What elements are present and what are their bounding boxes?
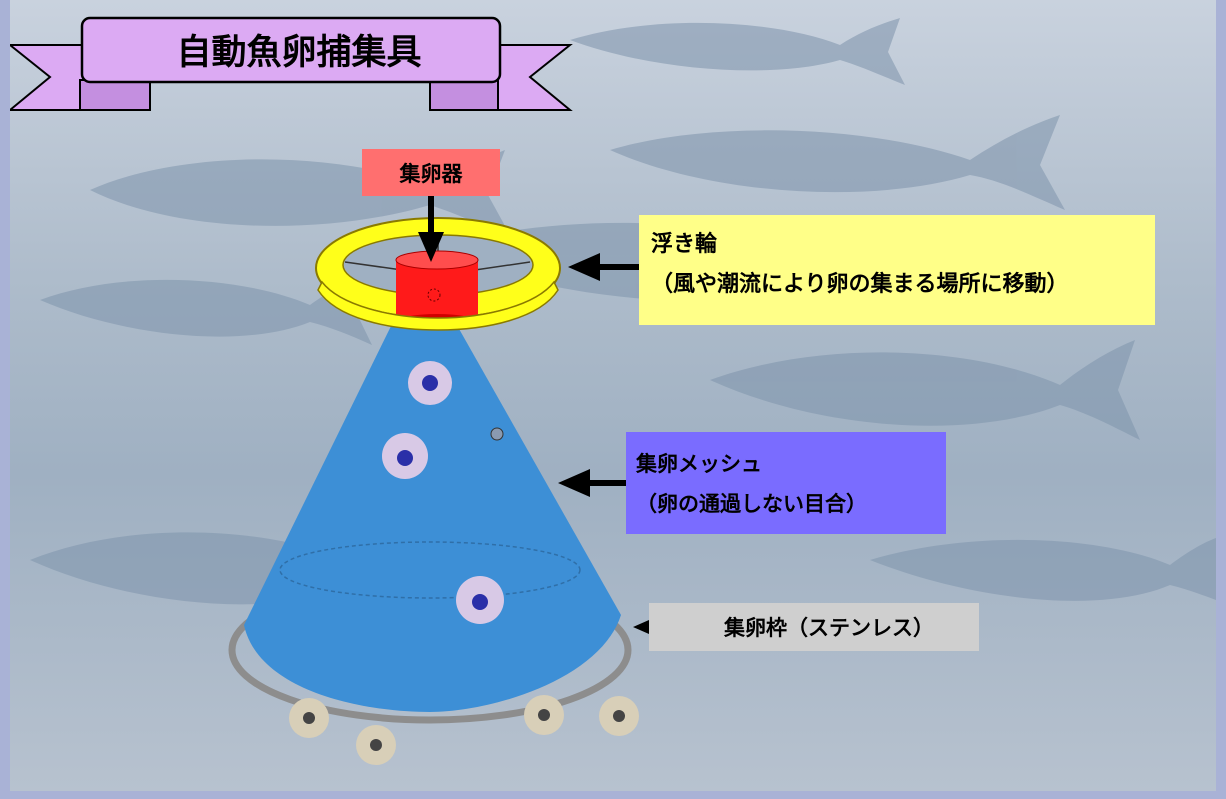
banner-left-fold	[79, 79, 151, 111]
arrow-left-icon	[558, 469, 628, 497]
banner-right-fold	[429, 79, 499, 111]
fish-egg-icon	[599, 696, 639, 736]
float-ring-label: 浮き輪 （風や潮流により卵の集まる場所に移動）	[639, 215, 1155, 325]
fish-egg-icon	[289, 698, 329, 738]
fish-egg-icon	[456, 576, 504, 624]
fish-egg-icon	[356, 725, 396, 765]
arrow-left-icon	[568, 253, 640, 281]
float-ring-label-desc: （風や潮流により卵の集まる場所に移動）	[651, 272, 1069, 297]
mesh-label-desc: （卵の通過しない目合）	[636, 492, 867, 516]
float-ring-label-title: 浮き輪	[651, 232, 718, 257]
mesh-label-title: 集卵メッシュ	[636, 452, 762, 476]
tuna-silhouette	[40, 275, 372, 345]
egg-collector-cylinder	[395, 250, 479, 330]
tuna-silhouette	[610, 115, 1065, 210]
mesh-seam	[279, 541, 581, 599]
arrow-down-icon	[418, 187, 444, 262]
tuna-silhouette	[870, 538, 1216, 601]
mesh-label: 集卵メッシュ （卵の通過しない目合）	[626, 432, 946, 534]
tuna-silhouette	[710, 340, 1140, 440]
fish-egg-icon	[382, 433, 428, 479]
collector-label: 集卵器	[362, 149, 500, 196]
tuna-silhouette	[30, 520, 440, 620]
diagram-canvas: 自動魚卵捕集具 集卵器 浮き輪 （風や潮流により卵の集まる場所に移動） 集卵メッ…	[10, 0, 1216, 791]
page-title: 自動魚卵捕集具	[176, 32, 422, 73]
tuna-silhouette	[90, 150, 510, 235]
fish-egg-icon	[524, 695, 564, 735]
fish-eggs-below	[289, 695, 639, 765]
fish-egg-icon	[408, 361, 452, 405]
frame-label: 集卵枠（ステンレス）	[649, 603, 979, 651]
mesh-cone	[244, 320, 621, 712]
banner-face	[80, 16, 502, 84]
ring-front-band	[317, 280, 559, 331]
diagram-illustration	[10, 16, 1216, 765]
small-particle	[490, 427, 504, 441]
fish-eggs-on-mesh	[382, 361, 504, 624]
tuna-silhouette	[570, 18, 905, 85]
title-banner	[10, 16, 573, 111]
